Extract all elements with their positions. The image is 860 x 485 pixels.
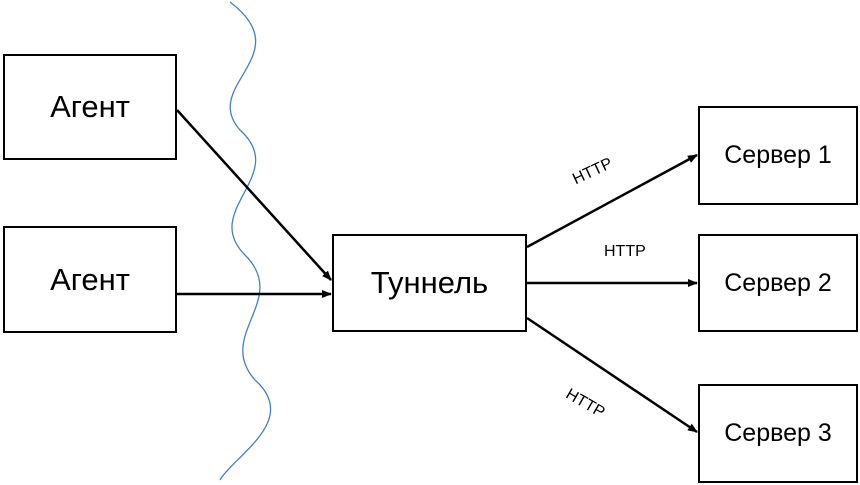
server-node-2: Сервер 2 <box>698 234 858 332</box>
server-node-2-label: Сервер 2 <box>724 268 832 297</box>
agent-node-1-label: Агент <box>50 89 130 124</box>
agent-node-1: Агент <box>3 54 177 160</box>
arrow-tunnel-to-server-1 <box>526 153 698 249</box>
network-boundary-wave <box>219 1 272 481</box>
agent-node-2-label: Агент <box>50 261 130 297</box>
tunnel-node-label: Туннель <box>370 265 489 300</box>
tunnel-node: Туннель <box>332 234 527 332</box>
server-node-3-label: Сервер 3 <box>724 419 832 447</box>
agent-node-2: Агент <box>3 226 177 333</box>
server-node-1: Сервер 1 <box>698 106 858 205</box>
arrow-tunnel-to-server-3 <box>526 316 698 434</box>
arrow-agent-1-to-tunnel <box>176 109 332 281</box>
server-node-3: Сервер 3 <box>698 384 858 483</box>
server-node-1-label: Сервер 1 <box>724 141 832 169</box>
edge-label-http-2: HTTP <box>604 243 646 260</box>
